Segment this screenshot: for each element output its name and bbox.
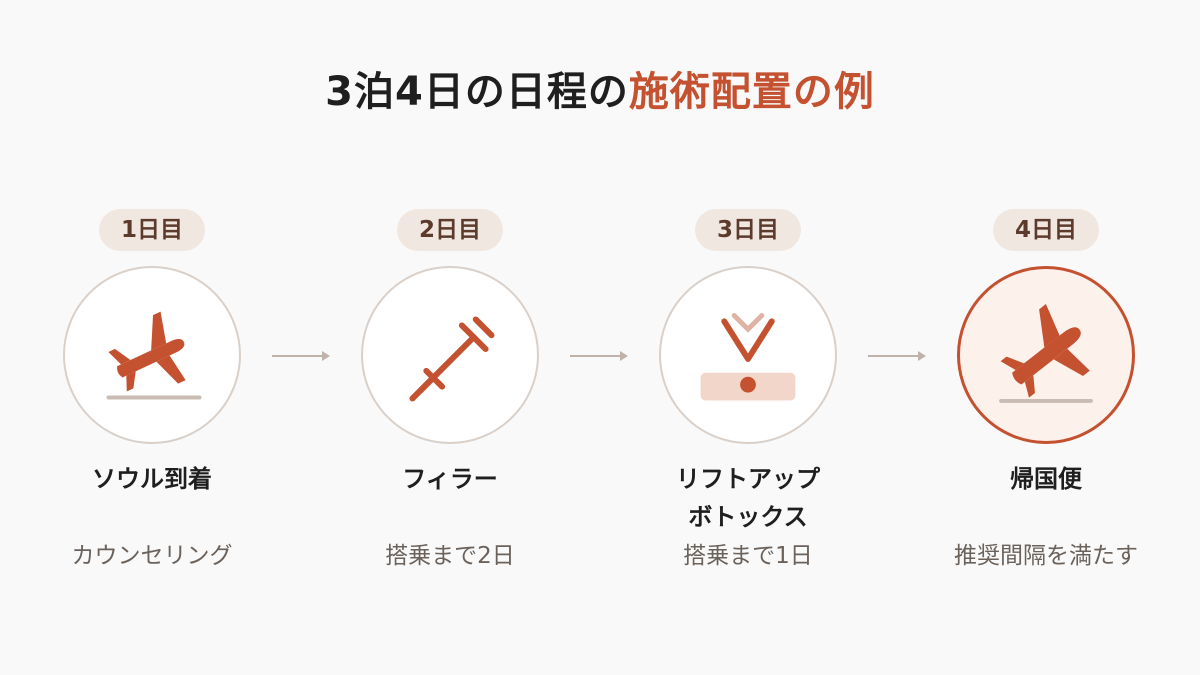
step-title: フィラー: [310, 460, 590, 498]
step-title-line1: リフトアップ: [676, 465, 820, 493]
step-day-1: 1日目 ソウル到着 カウンセリング: [32, 0, 272, 675]
arrow-right-icon: [570, 351, 628, 361]
day-badge: 2日目: [397, 209, 503, 251]
syringe-icon: [409, 316, 495, 402]
step-day-2: 2日目 フィラー 搭乗まで2日: [330, 0, 570, 675]
airplane-departure-icon: [106, 311, 202, 400]
step-day-4: 4日目 帰国便 推奨間隔を満たす: [926, 0, 1166, 675]
title-accent: 施術配置の例: [628, 69, 875, 115]
day-badge: 1日目: [99, 209, 205, 251]
arrow-right-icon: [868, 351, 926, 361]
step-circle: [361, 266, 539, 444]
step-title: ソウル到着: [12, 460, 292, 498]
step-desc: 搭乗まで1日: [683, 543, 813, 569]
step-title-line1: ソウル到着: [92, 465, 212, 493]
lift-up-icon: [700, 312, 796, 401]
step-title-line2: ボトックス: [688, 503, 808, 531]
step-title-line1: 帰国便: [1010, 465, 1082, 493]
day-badge: 3日目: [695, 209, 801, 251]
airplane-takeoff-icon: [999, 304, 1093, 403]
step-circle-final: [957, 266, 1135, 444]
step-title: リフトアップ ボトックス: [608, 460, 888, 536]
step-circle: [659, 266, 837, 444]
step-circle: [63, 266, 241, 444]
step-day-3: 3日目 リフトアップ ボトックス 搭乗まで1日: [628, 0, 868, 675]
step-desc: 推奨間隔を満たす: [954, 543, 1138, 569]
arrow-right-icon: [272, 351, 330, 361]
step-desc: 搭乗まで2日: [385, 543, 515, 569]
step-desc: カウンセリング: [71, 543, 233, 569]
step-title: 帰国便: [906, 460, 1186, 498]
day-badge: 4日目: [993, 209, 1099, 251]
diagram-title: 3泊4日の日程の施術配置の例: [0, 62, 1200, 122]
title-prefix: 3泊4日の日程の: [325, 69, 629, 115]
step-title-line1: フィラー: [402, 465, 498, 493]
